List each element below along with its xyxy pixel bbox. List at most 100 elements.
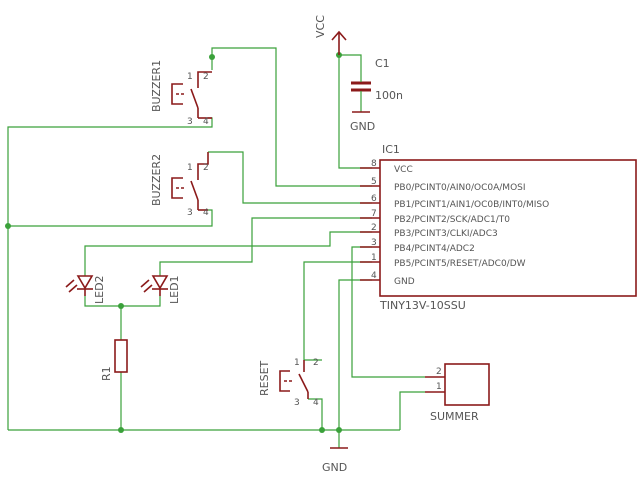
wire-summer-pin1 [399,391,425,430]
switch-pin-number: 3 [187,208,193,218]
ic-pin-row: 2 PB3/PCINT3/CLKI/ADC3 [360,223,498,239]
wire-reset-pin4 [308,398,323,430]
light-arrow-icon [65,279,75,288]
wires [7,47,425,448]
resistor-body [114,339,128,373]
switch-pin-number: 2 [313,358,319,368]
light-arrow-icon [140,279,150,288]
buzzer1-name: BUZZER1 [150,60,163,112]
switch-lead [197,71,212,81]
switch-blade [298,373,309,393]
junction-dots [5,52,342,433]
ic-pin-row: 7 PB2/PCINT2/SCK/ADC1/T0 [360,209,510,225]
ic-pin-label: VCC [394,165,413,175]
ic-pin-label: PB3/PCINT3/CLKI/ADC3 [394,229,498,239]
reset-switch: RESET 1 2 3 4 [258,358,319,408]
switch-lead [197,152,209,172]
ic-pin-row: 6 PB1/PCINT1/AIN1/OC0B/INT0/MISO [360,194,549,210]
switch-pin-number: 3 [294,398,300,408]
vcc-label: VCC [314,15,327,38]
ic-pin-number: 3 [371,238,377,248]
ic-pin-number: 1 [371,253,377,263]
led1-name: LED1 [168,275,181,304]
wire-vcc-c1 [339,54,362,72]
wire-buzzer2-pb1 [208,151,372,204]
summer: 2 1 SUMMER [425,363,490,423]
ic-pin-label: GND [394,277,415,287]
switch-pin-number: 1 [187,163,193,173]
switch-pin-number: 4 [203,208,209,218]
switch-pin-number: 2 [203,163,209,173]
buzzer1: BUZZER1 1 2 3 4 [150,60,212,127]
ic-pin-label: PB1/PCINT1/AIN1/OC0B/INT0/MISO [394,200,549,210]
light-arrow-icon [143,284,153,293]
ic-pin-row: 4 GND [360,271,415,287]
ic-pin-number: 2 [371,223,377,233]
wire-pb5-reset [303,261,372,360]
ic-pin-number: 4 [371,271,377,281]
buzzer2: BUZZER2 1 2 3 4 [150,152,209,218]
led2: LED2 [65,275,106,304]
capacitor-c1: C1 100n GND [350,57,403,133]
ic-body [379,159,637,297]
switch-pin-number: 3 [187,117,193,127]
junction-dot [209,54,215,60]
switch-actuator-icon [171,177,183,199]
ic-name: IC1 [382,143,400,156]
ic-pin-row: 5 PB0/PCINT0/AIN0/OC0A/MOSI [360,177,526,193]
led1: LED1 [140,275,181,304]
summer-pin-number: 1 [436,382,442,392]
capacitor-value: 100n [375,89,403,102]
switch-pin-number: 1 [187,72,193,82]
switch-pin-number: 4 [313,398,319,408]
switch-blade [190,180,199,201]
vcc-symbol: VCC [314,15,347,55]
ic-pin-label: PB2/PCINT2/SCK/ADC1/T0 [394,215,510,225]
ic-pin-label: PB0/PCINT0/AIN0/OC0A/MOSI [394,183,526,193]
ic-pin-number: 7 [371,209,377,219]
summer-name: SUMMER [430,410,479,423]
wire-buzzer1-left-rail [7,117,213,430]
summer-body [444,363,490,406]
summer-pin-number: 2 [436,367,442,377]
junction-dot [336,427,342,433]
wire-pb3-led2 [84,231,372,276]
switch-blade [190,88,199,109]
wire-ic-gnd [338,279,372,448]
junction-dot [118,303,124,309]
switch-actuator-icon [279,370,290,392]
diode-triangle-icon [76,275,94,290]
ic-pin-row: 8 VCC [360,159,413,175]
ic1: IC1 TINY13V-10SSU 8 VCC 5 PB0/PCINT0/AIN… [360,143,637,312]
ic-pin-label: PB4/PCINT4/ADC2 [394,244,475,254]
gnd-bottom-symbol: GND [322,447,348,474]
diode-triangle-icon [151,275,169,290]
switch-pin-number: 4 [203,117,209,127]
switch-pin-number: 1 [294,358,300,368]
junction-dot [319,427,325,433]
ic-part: TINY13V-10SSU [379,299,466,312]
resistor-r1: R1 [100,339,128,381]
wire-buzzer2-left-rail [8,209,213,227]
capacitor-name: C1 [375,57,390,70]
light-arrow-icon [68,284,78,293]
switch-pin-number: 2 [203,72,209,82]
ic-pin-number: 6 [371,194,377,204]
junction-dot [5,223,11,229]
switch-actuator-icon [171,83,183,105]
ic-pin-label: PB5/PCINT5/RESET/ADC0/DW [394,259,526,269]
gnd-bottom-label: GND [322,461,347,474]
ic-pin-number: 8 [371,159,377,169]
gnd-top-label: GND [350,120,375,133]
buzzer2-name: BUZZER2 [150,154,163,206]
ic-pin-number: 5 [371,177,377,187]
ic-pin-row: 1 PB5/PCINT5/RESET/ADC0/DW [360,253,526,269]
junction-dot [118,427,124,433]
resistor-name: R1 [100,366,113,381]
led2-name: LED2 [93,275,106,304]
reset-name: RESET [258,360,271,396]
wire-pb2-led1 [159,217,372,276]
ic-pin-row: 3 PB4/PCINT4/ADC2 [360,238,475,254]
